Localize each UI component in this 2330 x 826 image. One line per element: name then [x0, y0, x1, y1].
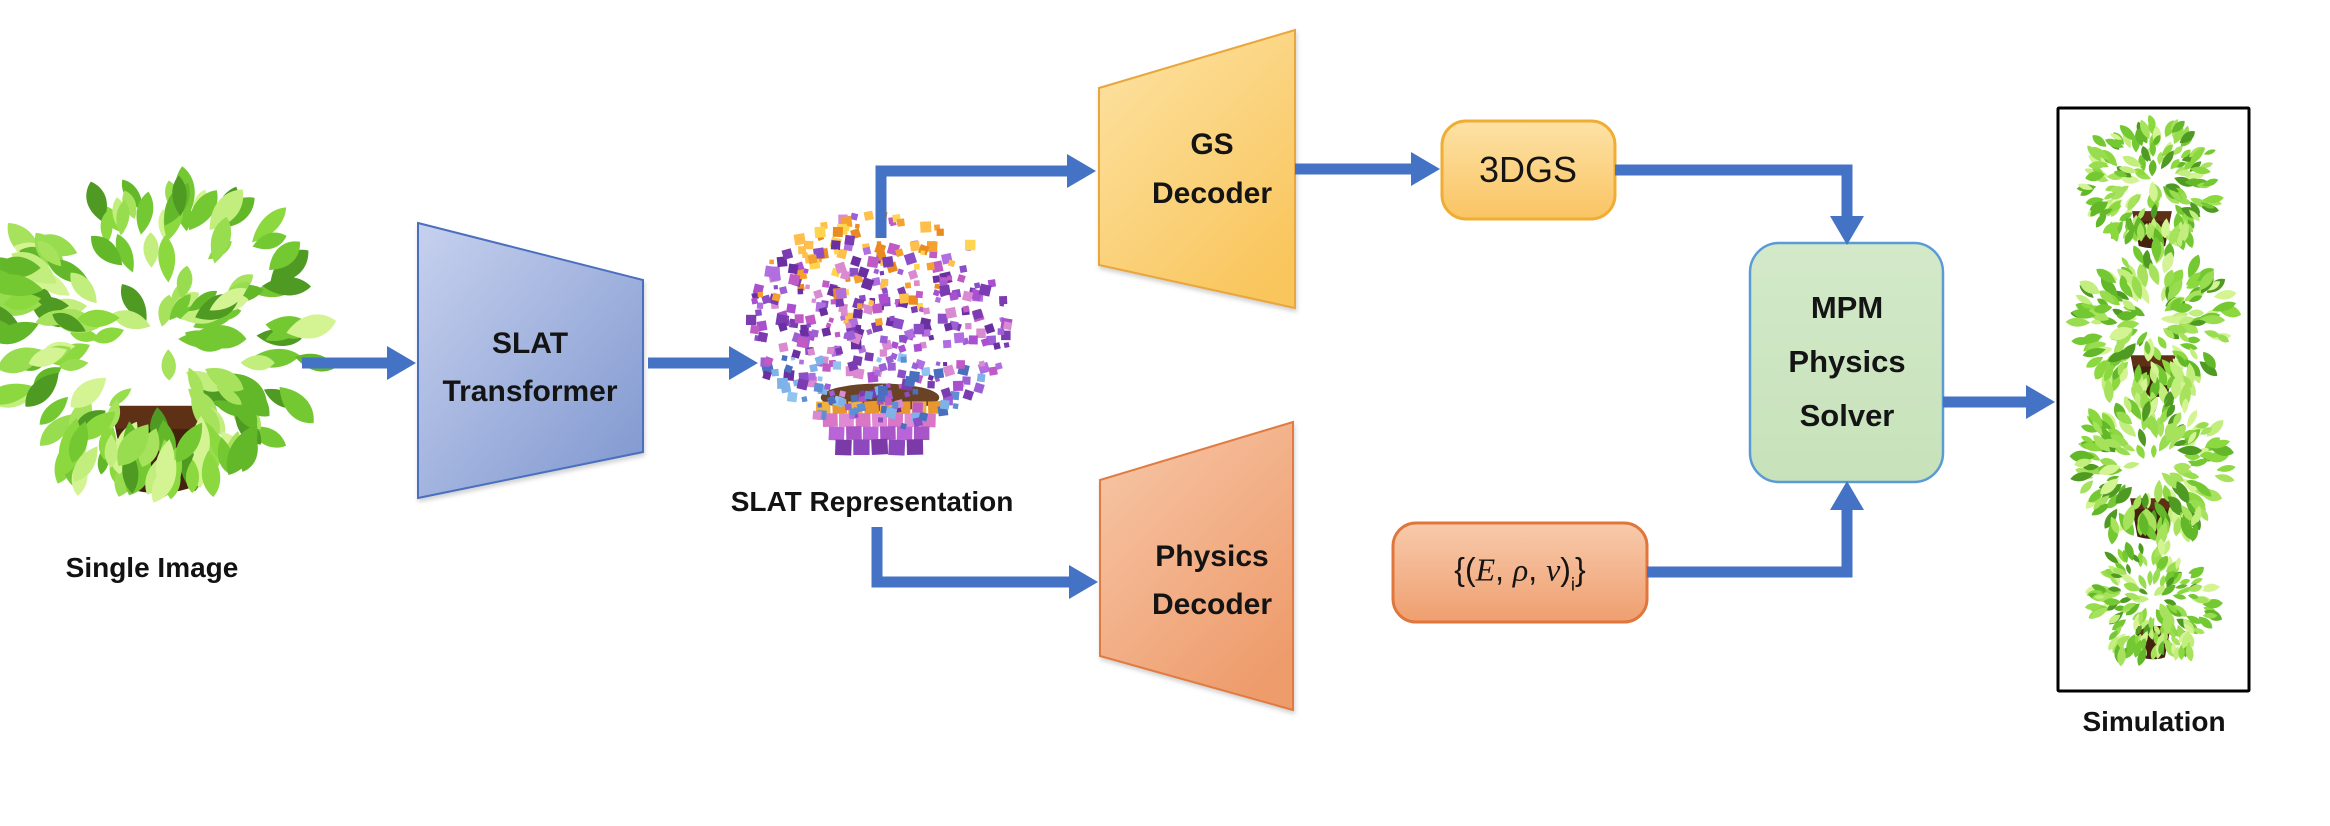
single-image-plant-illustration — [0, 166, 337, 503]
arrow-params-to-mpm — [1647, 481, 1864, 578]
physics-decoder-shape — [1099, 420, 1294, 712]
mpm-solver-label: MPM Physics Solver — [1788, 281, 1905, 443]
mpm-line2: Physics — [1788, 344, 1906, 379]
arrow-representation-to-gs-decoder — [875, 154, 1096, 238]
physics-decoder-line1: Physics — [1155, 540, 1269, 573]
arrow-3dgs-to-mpm — [1615, 164, 1864, 245]
gs-decoder-line1: GS — [1190, 128, 1234, 161]
slat-transformer-line1: SLAT — [491, 327, 569, 360]
slat-transformer-label: SLAT Transformer — [442, 320, 617, 416]
slat-representation-voxel-plant-illustration — [745, 210, 1013, 456]
simulation-label: Simulation — [2082, 706, 2226, 737]
arrow-representation-to-physics-decoder — [871, 527, 1098, 599]
gs-decoder-label: GS Decoder — [1152, 120, 1272, 218]
mpm-line1: MPM — [1810, 290, 1884, 325]
gs-decoder-line2: Decoder — [1151, 177, 1273, 210]
simulation-plant-sequence-illustration — [2065, 114, 2242, 667]
mpm-line3: Solver — [1799, 398, 1895, 433]
arrow-layer — [302, 152, 2055, 599]
slat-transformer-line2: Transformer — [442, 375, 618, 408]
physics-output-label: {(E, ρ, ν)i} — [1454, 551, 1586, 594]
physics-decoder-line2: Decoder — [1151, 588, 1273, 621]
slat-transformer-shape — [417, 221, 644, 500]
gs-decoder-shape — [1098, 28, 1296, 310]
physics-decoder-label: Physics Decoder — [1152, 533, 1272, 629]
slat-representation-label: SLAT Representation — [730, 486, 1014, 517]
gs-output-label: 3DGS — [1478, 149, 1578, 190]
single-image-label: Single Image — [65, 552, 239, 583]
